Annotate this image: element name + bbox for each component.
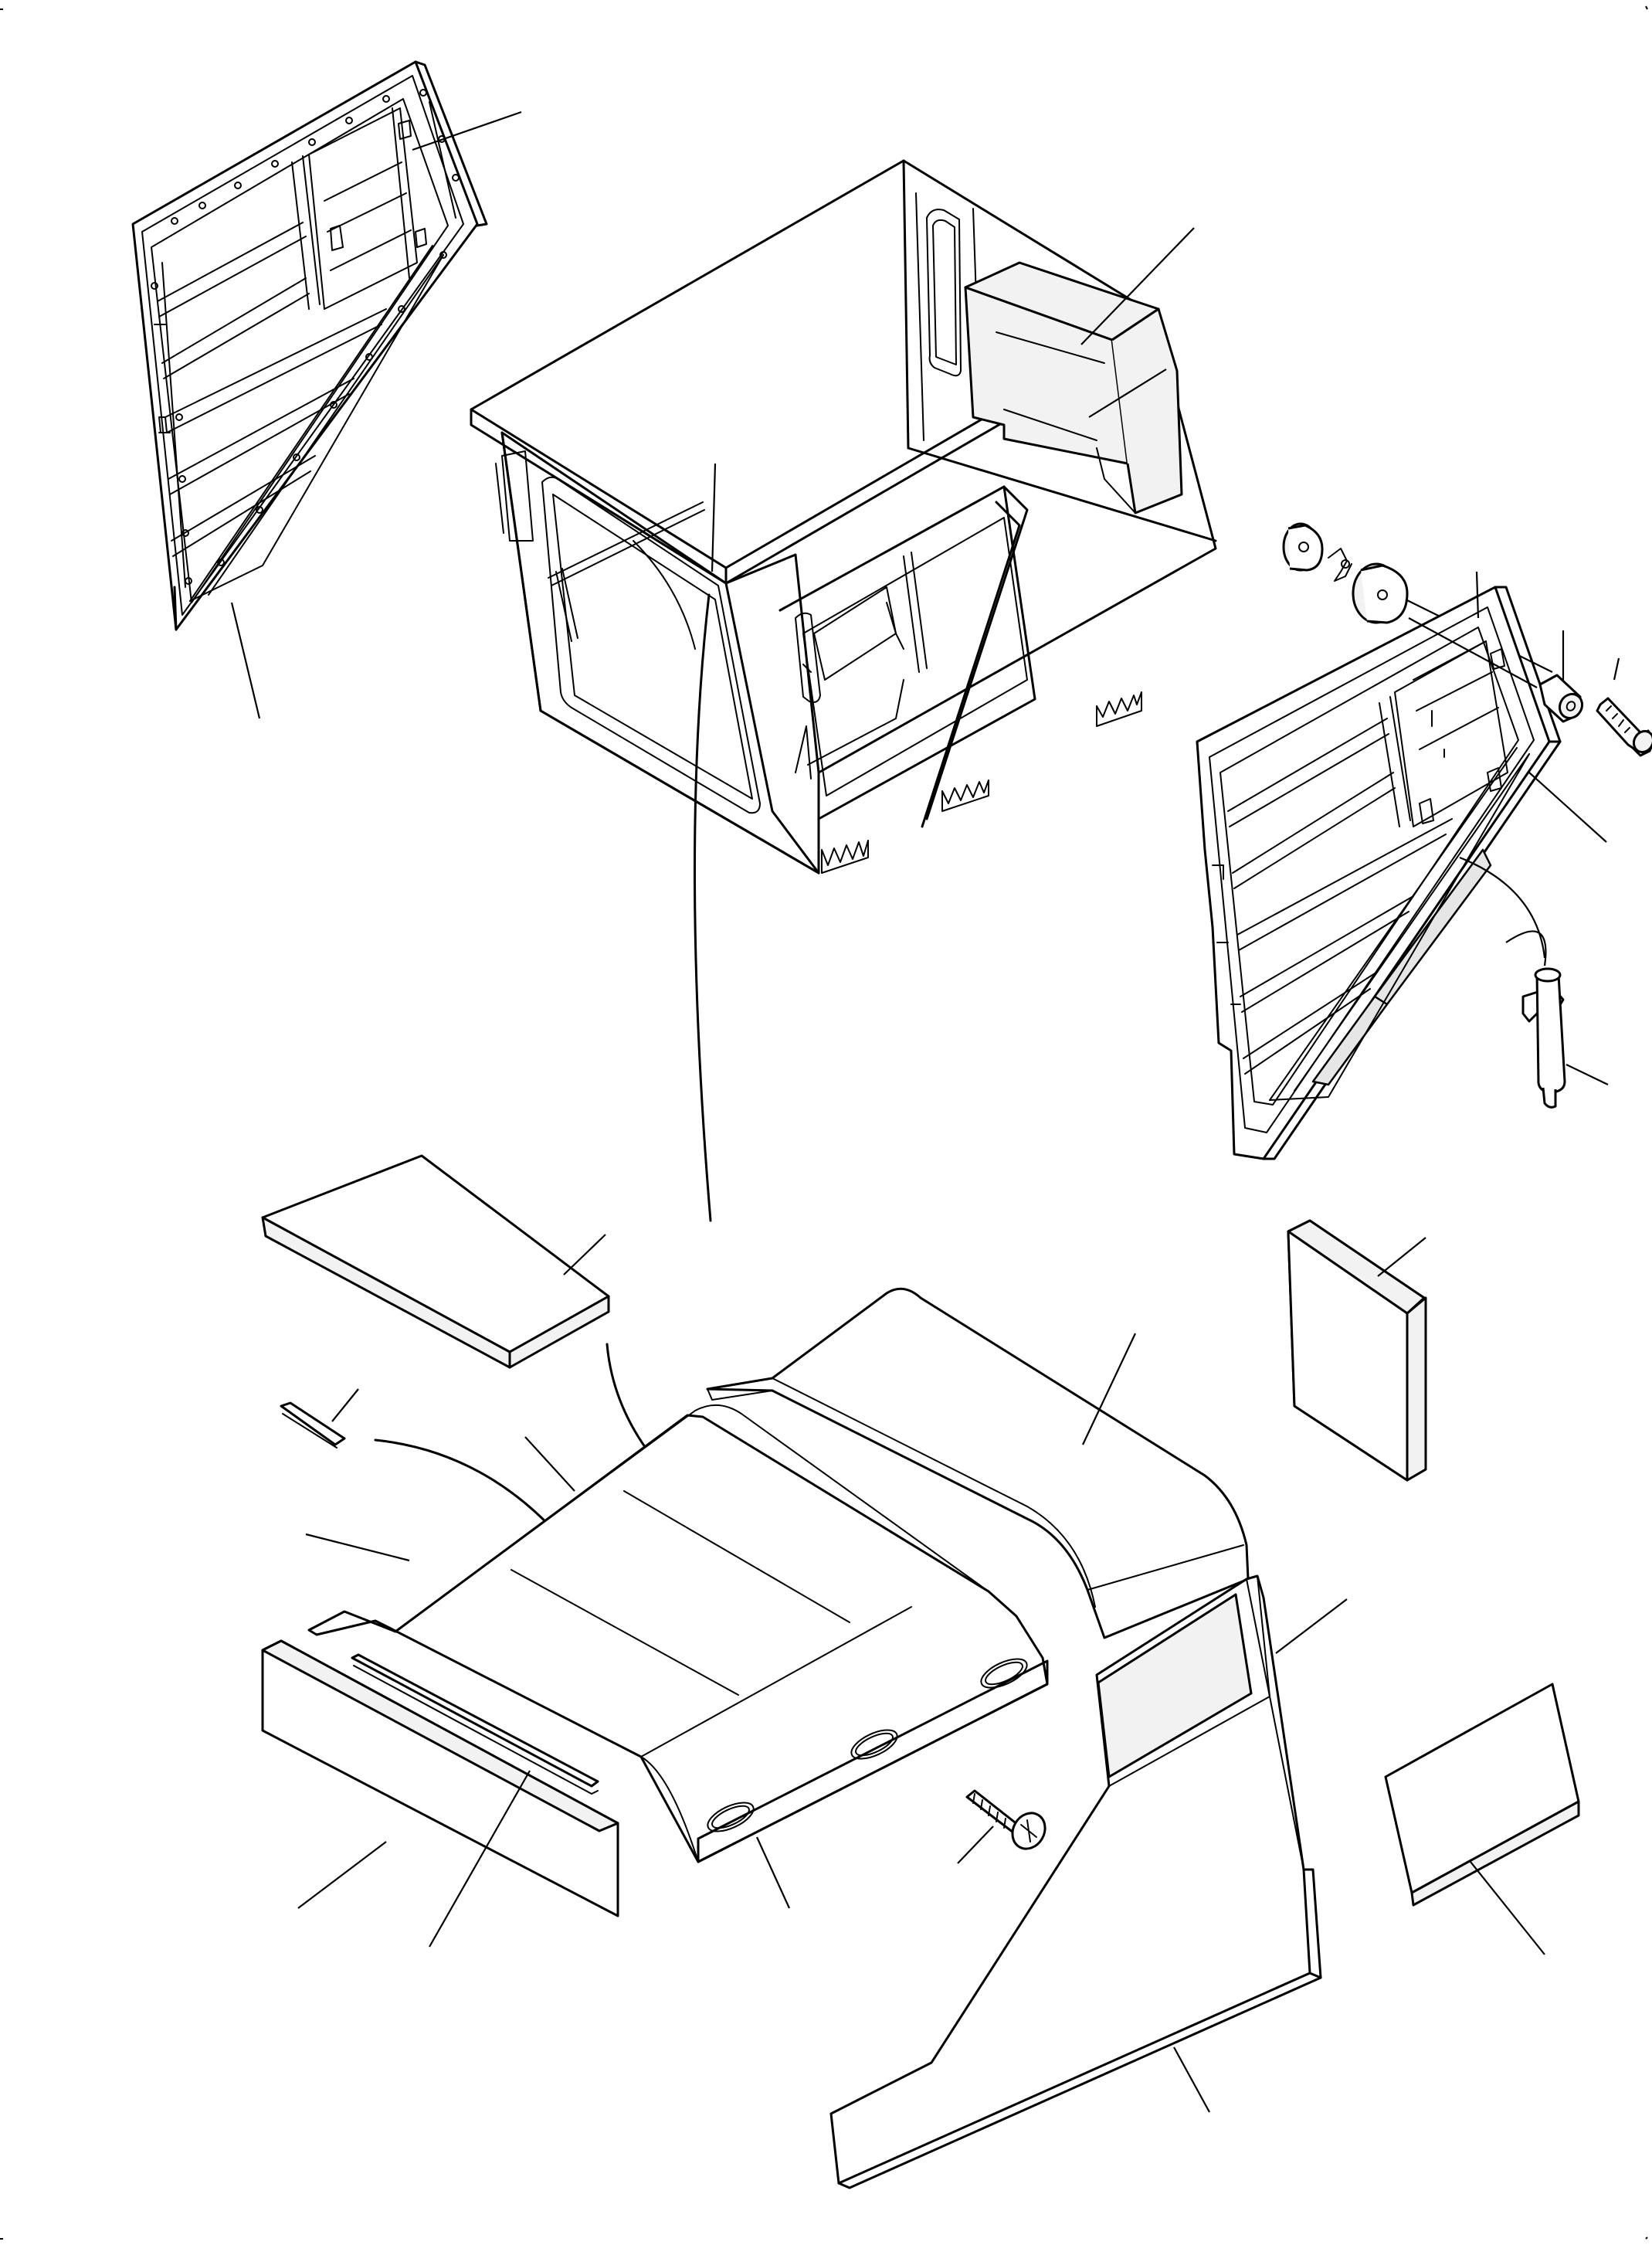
side-cover-leader-2 [1173,2046,1210,2113]
seal-strip-small-icon [280,1401,346,1449]
collar-leader-2 [1408,617,1538,688]
long-strip-leader [429,1770,531,1948]
screw-leader [957,1826,994,1864]
latch-pin-icon [1505,930,1566,1109]
side-pad-flat-icon [1384,1683,1580,1907]
front-cover-leader-2 [305,1533,410,1562]
rear-console-leader [1080,227,1195,345]
cab-shell-leader [711,463,717,572]
right-louver-leader-2 [1475,571,1480,619]
left-louver-leader-top [412,110,522,151]
front-cover-leader-3 [524,1436,575,1492]
mount-bolt-icon [1596,697,1652,757]
right-louver-panel-icon [1196,586,1562,1160]
left-louver-leader-bottom [230,602,261,719]
front-pad-icon [261,1639,619,1917]
right-louver-leader [1528,772,1607,843]
spacer-collar-icon [1538,674,1584,723]
rubber-mounts-icon [1282,522,1409,624]
bolt-leader [1613,657,1620,681]
latch-leader-2 [1459,856,1546,959]
rear-cover-icon [706,1287,1250,1639]
rear-console-leader-2 [1088,369,1167,418]
side-cover-icon [829,1574,1322,2189]
left-louver-panel-icon [131,60,488,631]
rear-console-icon [964,261,1183,515]
upright-pad-leader [1377,1237,1426,1277]
registration-marks [0,5,1648,2240]
cab-shell-icon [470,159,1217,875]
top-insulation-pad-icon [261,1154,610,1369]
top-pad-leader [563,1234,606,1275]
front-pad-leader [297,1841,387,1909]
cab-to-cover-leader [693,593,712,1222]
seal-strip-long-icon [351,1653,599,1795]
small-strip-leader [331,1388,359,1422]
rear-cover-leader [1082,1333,1136,1445]
front-cover-leader [755,1836,791,1909]
tapping-screw-icon [965,1789,1046,1850]
flat-pad-leader [1470,1861,1545,1955]
front-cover-icon [307,1404,1049,1863]
latch-leader [1565,1064,1609,1085]
side-cover-leader [1275,1598,1348,1654]
side-pad-upright-icon [1287,1219,1427,1482]
